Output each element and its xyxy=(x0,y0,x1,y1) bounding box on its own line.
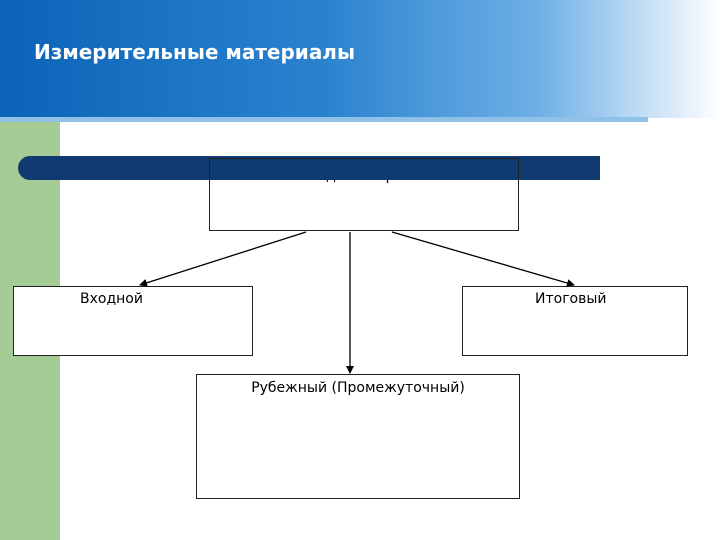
slide-title: Измерительные материалы xyxy=(34,40,356,64)
right-box-label: Итоговый xyxy=(535,291,607,307)
header-banner xyxy=(0,0,720,118)
right-box xyxy=(462,286,688,356)
left-box xyxy=(13,286,253,356)
navy-band-overlap xyxy=(210,156,518,180)
arrow-to-left xyxy=(139,231,307,287)
arrow-to-right xyxy=(391,231,575,287)
left-box-label: Входной xyxy=(80,291,143,307)
middle-box: Рубежный (Промежуточный) xyxy=(196,374,520,499)
root-box xyxy=(209,158,519,231)
header-underline xyxy=(0,117,648,122)
middle-box-label: Рубежный (Промежуточный) xyxy=(251,380,465,396)
